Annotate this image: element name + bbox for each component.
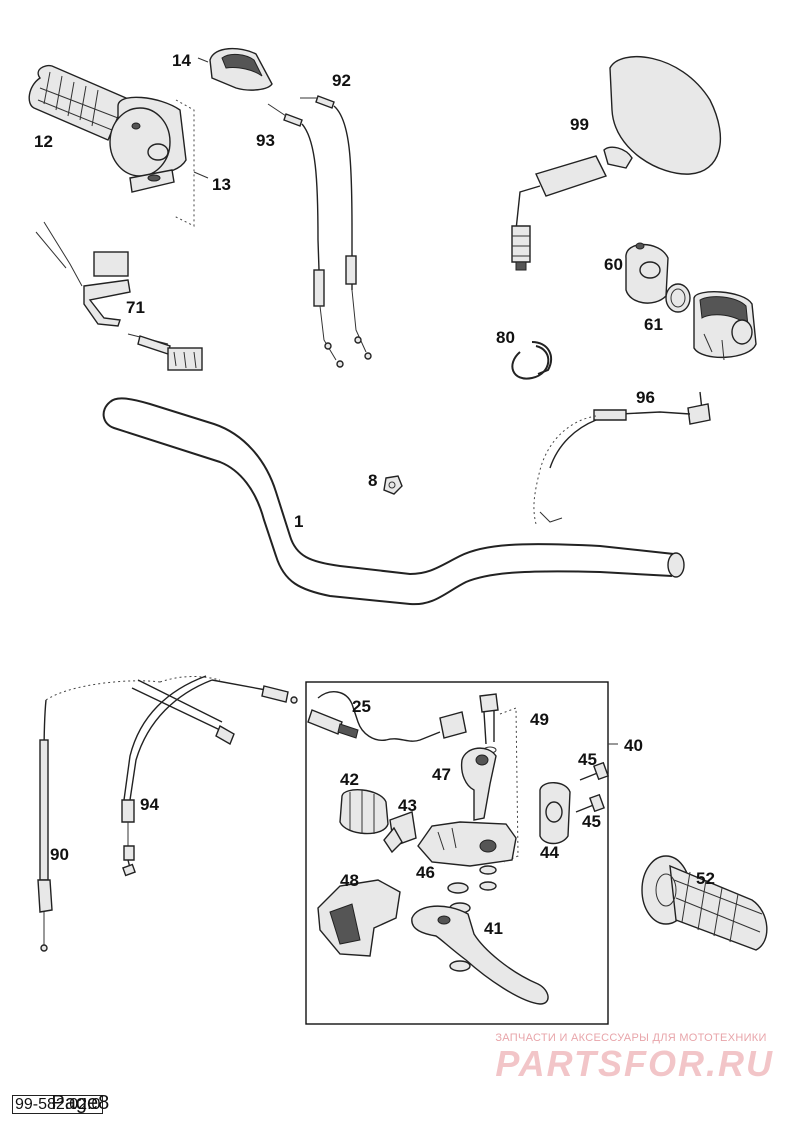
callout-60: 60 xyxy=(604,255,623,274)
kill-switch xyxy=(35,221,203,371)
clamp xyxy=(539,761,609,845)
callout-25: 25 xyxy=(352,697,371,716)
callout-43: 43 xyxy=(398,796,417,815)
watermark-logo: PARTSFOR.RU xyxy=(495,1043,774,1084)
page-footer: 99-582.02.0Page8 xyxy=(12,1092,109,1115)
callout-13: 13 xyxy=(212,175,231,194)
clutch-switch-cable xyxy=(307,691,467,742)
callout-47: 47 xyxy=(432,765,451,784)
switch-housing xyxy=(625,242,757,361)
callout-52: 52 xyxy=(696,869,715,888)
watermark-tagline: ЗАПЧАСТИ И АКСЕССУАРЫ ДЛЯ МОТОТЕХНИКИ xyxy=(495,1032,767,1044)
callout-80: 80 xyxy=(496,328,515,347)
callout-labels: 14 92 12 93 13 99 60 71 80 61 96 8 1 25 … xyxy=(34,51,715,938)
cable-sleeve xyxy=(131,679,235,746)
callout-48: 48 xyxy=(340,871,359,890)
callout-46: 46 xyxy=(416,863,435,882)
callout-90: 90 xyxy=(50,845,69,864)
callout-12: 12 xyxy=(34,132,53,151)
callout-14: 14 xyxy=(172,51,191,70)
decomp-cable xyxy=(533,391,711,525)
callout-49: 49 xyxy=(530,710,549,729)
callout-94: 94 xyxy=(140,795,159,814)
grip-cover xyxy=(197,47,273,91)
bracket xyxy=(460,747,497,821)
callout-61: 61 xyxy=(644,315,663,334)
callout-40: 40 xyxy=(624,736,643,755)
lever-perch xyxy=(417,821,517,867)
page-label: Page8 xyxy=(51,1092,110,1114)
throttle-grip-assembly xyxy=(28,64,209,227)
nut xyxy=(383,475,403,495)
callout-45b: 45 xyxy=(582,812,601,831)
handlebar xyxy=(102,397,685,606)
callout-99: 99 xyxy=(570,115,589,134)
callout-45a: 45 xyxy=(578,750,597,769)
cable-94 xyxy=(121,675,298,877)
document-number: 99-582.02.0 xyxy=(12,1095,104,1114)
left-grip xyxy=(641,855,768,951)
callout-41: 41 xyxy=(484,919,503,938)
callout-1: 1 xyxy=(294,512,303,531)
callout-92: 92 xyxy=(332,71,351,90)
lever-guard xyxy=(317,879,401,957)
mirror xyxy=(511,56,722,271)
callout-42: 42 xyxy=(340,770,359,789)
adjuster xyxy=(339,789,417,854)
lever-assembly-box xyxy=(305,681,609,1025)
throttle-cables xyxy=(267,95,372,368)
callout-44: 44 xyxy=(540,843,559,862)
callout-96: 96 xyxy=(636,388,655,407)
watermark: ЗАПЧАСТИ И АКСЕССУАРЫ ДЛЯ МОТОТЕХНИКИ PA… xyxy=(495,1032,774,1084)
clutch-lever xyxy=(411,905,549,1005)
clamp-ring xyxy=(511,341,553,380)
cable-90 xyxy=(37,680,161,952)
callout-8: 8 xyxy=(368,471,377,490)
callout-71: 71 xyxy=(126,298,145,317)
callout-93: 93 xyxy=(256,131,275,150)
